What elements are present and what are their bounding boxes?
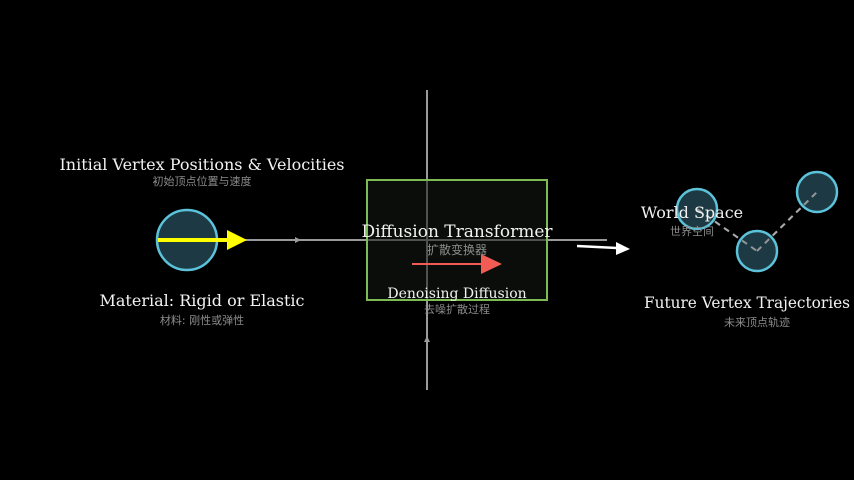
denoise-title: Denoising Diffusion (387, 286, 526, 302)
world-space-subtitle: 世界空间 (670, 224, 714, 238)
output-arrow-shaft (576, 244, 618, 250)
future-subtitle: 未来顶点轨迹 (724, 315, 790, 329)
material-subtitle: 材料: 刚性或弹性 (160, 313, 244, 327)
initial-subtitle: 初始顶点位置与速度 (153, 174, 252, 188)
future-title: Future Vertex Trajectories (644, 293, 850, 312)
world-space-title: World Space (641, 203, 743, 222)
denoise-subtitle: 去噪扩散过程 (424, 302, 490, 316)
velocity-arrow-head (227, 230, 247, 250)
initial-title: Initial Vertex Positions & Velocities (59, 155, 344, 174)
trajectory-link-1-overlay (696, 208, 758, 252)
trajectory-link-2-overlay (756, 191, 818, 252)
transformer-subtitle: 扩散变换器 (427, 242, 487, 257)
diffusion-transformer-box (366, 179, 548, 301)
horizontal-axis-tick-arrow (295, 237, 301, 243)
material-title: Material: Rigid or Elastic (100, 291, 305, 310)
output-arrow-head (616, 242, 630, 255)
denoise-arrow-head (481, 254, 502, 274)
vertical-axis-tick-arrow (424, 336, 430, 342)
transformer-title: Diffusion Transformer (361, 222, 553, 242)
